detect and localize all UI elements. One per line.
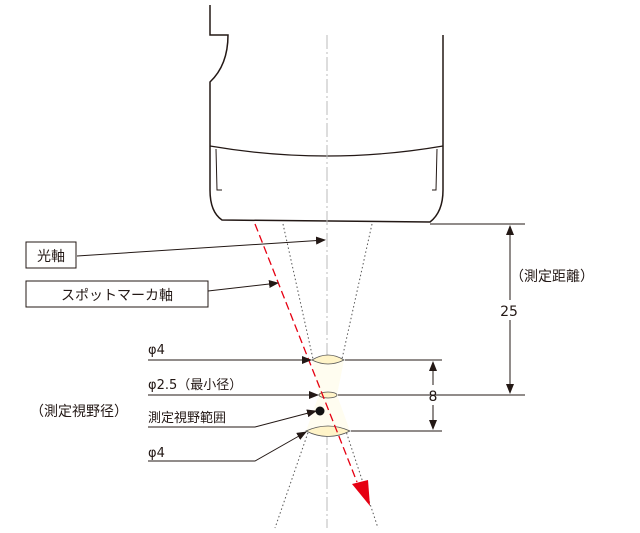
- distance-label: （測定距離）: [510, 268, 594, 285]
- optical-axis-label: 光軸: [25, 236, 326, 269]
- spot-marker-axis-label: スポットマーカ軸: [25, 280, 279, 308]
- distance-value: 25: [500, 304, 518, 320]
- spot-marker-beam: [254, 223, 370, 506]
- focus-region: [305, 354, 351, 437]
- field-range-label: 測定視野範囲: [148, 411, 226, 426]
- measurement-spot-dot: [315, 406, 325, 416]
- phi-min-label: φ2.5（最小径）: [148, 378, 242, 393]
- field-diameter-label: （測定視野径）: [30, 404, 128, 420]
- field-cone: [274, 223, 379, 529]
- depth-value: 8: [429, 389, 438, 405]
- leader-lines: [148, 356, 319, 462]
- phi-bottom-label: φ4: [148, 446, 165, 461]
- spot-marker-axis-text: スポットマーカ軸: [61, 288, 173, 304]
- phi-top-label: φ4: [148, 343, 165, 358]
- optical-axis-text: 光軸: [37, 249, 65, 265]
- dimension-lines: [338, 223, 525, 432]
